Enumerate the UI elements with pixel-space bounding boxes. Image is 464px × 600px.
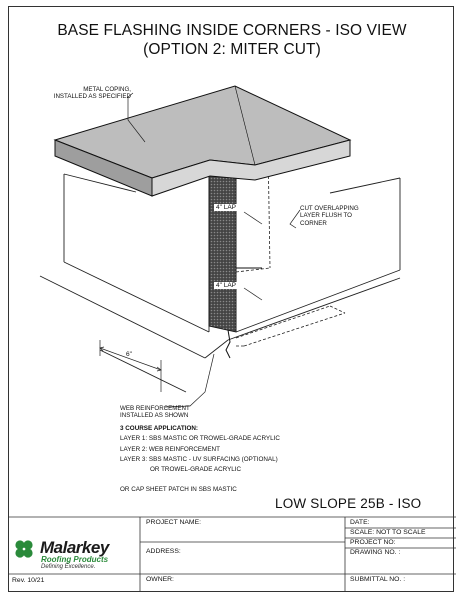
dimension-label: 6" xyxy=(126,351,132,358)
notes-layer3: LAYER 3: SBS MASTIC - UV SURFACING (OPTI… xyxy=(120,455,278,463)
corner-fold-line xyxy=(225,329,231,359)
notes-layer2: LAYER 2: WEB REINFORCEMENT xyxy=(120,445,220,453)
lap-lower-leader xyxy=(243,287,263,301)
cut-callout-line2: LAYER FLUSH TO xyxy=(300,212,352,220)
notes-heading: 3 COURSE APPLICATION: xyxy=(120,425,199,432)
drawing-no-label: DRAWING NO. : xyxy=(350,549,401,556)
cut-callout-line1: CUT OVERLAPPING xyxy=(300,205,359,212)
submittal-no-label: SUBMITTAL NO. : xyxy=(350,576,406,583)
coping-callout-line2: INSTALLED AS SPECIFIED xyxy=(53,93,131,101)
notes-alternative: OR CAP SHEET PATCH IN SBS MASTIC xyxy=(120,486,237,494)
cut-callout-line3: CORNER xyxy=(300,219,327,227)
web-leader xyxy=(164,353,215,408)
web-callout-line1: WEB REINFORCEMENT xyxy=(120,405,190,412)
application-notes: 3 COURSE APPLICATION: LAYER 1: SBS MASTI… xyxy=(120,424,280,496)
owner-label: OWNER: xyxy=(146,576,174,583)
company-logo-name: Malarkey xyxy=(40,538,109,557)
lap-lower-label: 4" LAP xyxy=(214,282,239,289)
web-callout-line2: INSTALLED AS SHOWN xyxy=(120,412,189,420)
notes-layer1: LAYER 1: SBS MASTIC OR TROWEL-GRADE ACRY… xyxy=(120,435,280,443)
web-callout: WEB REINFORCEMENT INSTALLED AS SHOWN xyxy=(120,405,190,420)
scale-label: SCALE: NOT TO SCALE xyxy=(350,529,426,536)
dimension-line xyxy=(99,340,162,392)
revision-label: Rev. 10/21 xyxy=(12,577,45,584)
title-block-grid xyxy=(8,516,456,592)
drawing-sheet-border xyxy=(8,6,454,592)
coping-leader xyxy=(127,92,146,143)
address-label: ADDRESS: xyxy=(146,548,181,555)
roof-deck xyxy=(39,275,229,393)
sheet-identifier: LOW SLOPE 25B - ISO xyxy=(275,496,422,511)
metal-coping xyxy=(53,85,352,197)
drawing-subtitle: (OPTION 2: MITER CUT) xyxy=(143,41,321,58)
notes-layer3-alt: OR TROWEL-GRADE ACRYLIC xyxy=(150,466,242,474)
right-wall xyxy=(227,158,401,341)
coping-callout: METAL COPING, INSTALLED AS SPECIFIED xyxy=(33,86,131,101)
lap-upper-leader xyxy=(243,211,263,225)
project-name-label: PROJECT NAME: xyxy=(146,519,202,526)
cut-leader xyxy=(289,209,301,229)
company-logo-subtitle: Roofing Products xyxy=(41,555,109,564)
clover-leaf-icon xyxy=(15,540,33,558)
date-label: DATE: xyxy=(350,519,370,526)
cut-callout: CUT OVERLAPPING LAYER FLUSH TO CORNER xyxy=(300,205,359,227)
drawing-title: BASE FLASHING INSIDE CORNERS - ISO VIEW xyxy=(57,22,407,39)
lap-upper-label: 4" LAP xyxy=(214,204,239,211)
company-tagline: Defining Excellence. xyxy=(41,564,96,570)
coping-callout-line1: METAL COPING, xyxy=(83,86,131,93)
project-no-label: PROJECT NO: xyxy=(350,539,396,546)
